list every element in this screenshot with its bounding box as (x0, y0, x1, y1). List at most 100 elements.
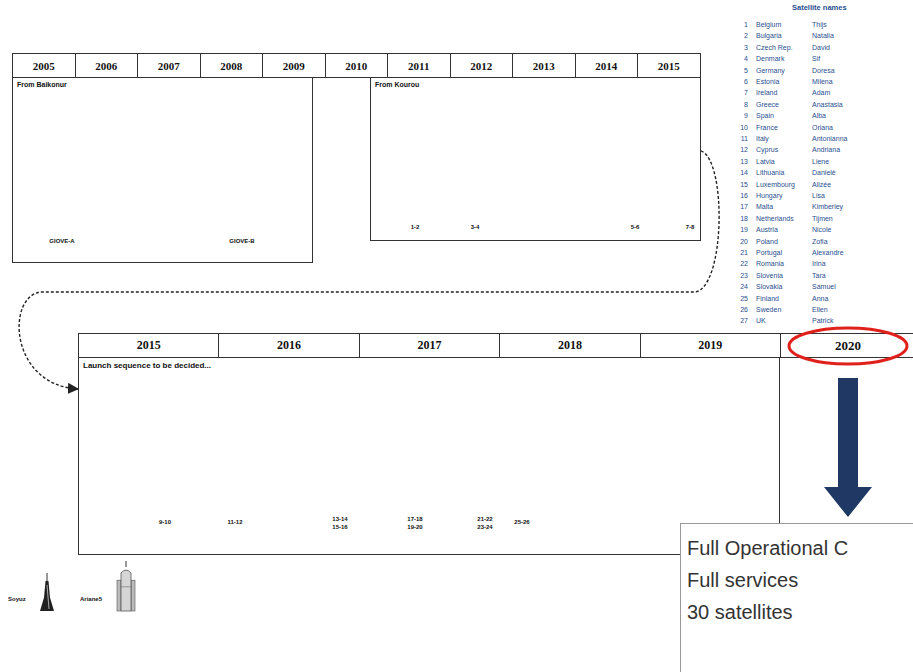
row-number: 12 (736, 145, 748, 154)
country-name: France (756, 123, 778, 132)
status-line: Full services (687, 564, 913, 596)
satellite-name: Milena (812, 77, 833, 86)
launch-panel: Launch sequence to be decided... (78, 357, 780, 555)
year-cell: 2013 (512, 53, 576, 78)
year-cell: 2012 (450, 53, 514, 78)
row-number: 21 (736, 248, 748, 257)
satellite-name: Adam (812, 88, 830, 97)
row-number: 8 (736, 100, 748, 109)
text-column: Launch sequence to be decided... (83, 361, 775, 371)
year-label: 2014 (595, 60, 617, 72)
satellite-name: Antonianna (812, 134, 847, 143)
satellite-pair-label: 3-4 (471, 224, 480, 230)
country-name: Italy (756, 134, 769, 143)
year-label: 2018 (558, 338, 582, 353)
satellite-name: Sif (812, 54, 820, 63)
row-number: 7 (736, 88, 748, 97)
year-label: 2005 (33, 60, 55, 72)
year-cell: 2006 (75, 53, 139, 78)
row-number: 19 (736, 225, 748, 234)
row-number: 9 (736, 111, 748, 120)
row-number: 23 (736, 271, 748, 280)
country-name: Estonia (756, 77, 779, 86)
row-number: 13 (736, 157, 748, 166)
rocket-highlight (47, 585, 49, 609)
row-number: 25 (736, 294, 748, 303)
row-number: 16 (736, 191, 748, 200)
launch-panel: From Kourou (370, 77, 701, 241)
row-number: 17 (736, 202, 748, 211)
satellite-name: Samuel (812, 282, 836, 291)
legend-icon (116, 560, 136, 612)
satellite-name: Kimberley (812, 202, 843, 211)
satellite-name: Zofia (812, 237, 828, 246)
year-cell: 2011 (387, 53, 451, 78)
country-name: Belgium (756, 20, 781, 29)
satellite-name: Irina (812, 259, 826, 268)
satellite-name: Liene (812, 157, 829, 166)
satellite-name: Tara (812, 271, 826, 280)
satellite-name: Danielė (812, 168, 836, 177)
row-number: 4 (736, 54, 748, 63)
satellite-name: Ellen (812, 305, 828, 314)
soyuz-rocket (40, 581, 54, 611)
table-title: Satellite names (792, 3, 847, 12)
satellite-pair-label: 13-14 (332, 516, 347, 522)
satellite-name: Anastasia (812, 100, 843, 109)
ariane-booster (117, 580, 121, 611)
row-number: 2 (736, 31, 748, 40)
legend-text: Soyuz (8, 596, 26, 602)
country-name: Hungary (756, 191, 782, 200)
legend-text: Ariane5 (80, 596, 102, 602)
text-column: Full Operational CFull services30 satell… (687, 532, 913, 628)
country-name: Czech Rep. (756, 43, 793, 52)
satellite-name: Patrick (812, 316, 833, 325)
country-name: Germany (756, 66, 785, 75)
year-cell: 2019 (640, 333, 781, 358)
satellite-pair-label: 1-2 (411, 224, 420, 230)
year-cell: 2010 (325, 53, 389, 78)
year-cell: 2016 (218, 333, 359, 358)
rocket-stem (126, 561, 127, 567)
year-label: 2010 (345, 60, 367, 72)
year-cell: 2015 (637, 53, 701, 78)
year-label: 2012 (470, 60, 492, 72)
satellite-pair-label: GIOVE-B (229, 238, 254, 244)
year-label: 2020 (835, 338, 861, 354)
status-box: Full Operational CFull services30 satell… (680, 523, 913, 672)
ariane-core (121, 570, 131, 611)
year-cell: 2005 (12, 53, 76, 78)
row-number: 14 (736, 168, 748, 177)
panel-heading: From Kourou (375, 81, 696, 89)
year-label: 2006 (95, 60, 117, 72)
country-name: Netherlands (756, 214, 794, 223)
satellite-name: Lisa (812, 191, 825, 200)
ellipse-stroke (789, 328, 907, 364)
country-name: Finland (756, 294, 779, 303)
row-number: 10 (736, 123, 748, 132)
country-name: Luxembourg (756, 180, 795, 189)
country-name: Latvia (756, 157, 775, 166)
country-name: Slovakia (756, 282, 782, 291)
country-name: Sweden (756, 305, 781, 314)
year-cell: 2018 (499, 333, 640, 358)
year-cell: 2015 (78, 333, 219, 358)
year-cell: 2009 (262, 53, 326, 78)
row-number: 20 (736, 237, 748, 246)
year-label: 2016 (277, 338, 301, 353)
satellite-pair-label: 11-12 (227, 519, 242, 525)
status-line: 30 satellites (687, 596, 913, 628)
legend-icon (40, 572, 54, 612)
panel-heading: Launch sequence to be decided... (83, 361, 775, 371)
status-line: Full Operational C (687, 532, 913, 564)
year-label: 2017 (417, 338, 441, 353)
year-label: 2019 (698, 338, 722, 353)
satellite-pair-label: 9-10 (159, 519, 171, 525)
rocket-stem (47, 573, 48, 581)
satellite-pair-label: 21-22 (477, 516, 492, 522)
row-number: 11 (736, 134, 748, 143)
panel-heading: From Baikonur (17, 81, 308, 89)
row-number: 1 (736, 20, 748, 29)
satellite-name: Alba (812, 111, 826, 120)
country-name: Malta (756, 202, 773, 211)
